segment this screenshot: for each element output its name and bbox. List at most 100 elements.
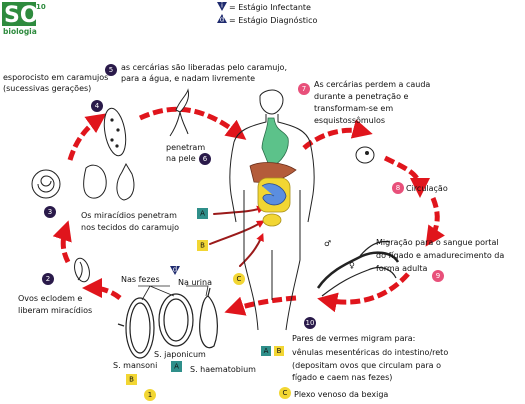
step-marker-4: 4: [91, 100, 103, 112]
arrow-c: [239, 233, 264, 267]
step-markers: 1 2 3 4 5 6 7 8: [42, 64, 444, 401]
pairs-badge-a: [261, 346, 271, 356]
egg-mansoni-spine: [117, 323, 125, 327]
badge-letter: C: [237, 275, 242, 283]
pairs-line: (depositam ovos que circulam para o: [292, 361, 441, 370]
schistosomulum-body: [355, 146, 375, 164]
label-japonicum: S. japonicum: [154, 350, 206, 359]
step-4-line: esporocisto em caramujos: [3, 73, 108, 82]
step-2-text: Ovos eclodem e liberam miracídios: [18, 294, 92, 315]
arrow-9-to-10: [317, 272, 410, 313]
snail-spiral: [37, 175, 55, 193]
label-nas-fezes: Nas fezes: [121, 275, 160, 284]
legs: [243, 190, 301, 331]
snails: [31, 162, 135, 201]
pairs-line: Pares de vermes migram para:: [292, 334, 415, 343]
logo: SO 10 biologia: [2, 2, 46, 36]
badge-japonicum: [171, 361, 182, 372]
badge-mansoni: [126, 374, 137, 385]
step-4-line: (sucessivas gerações): [3, 84, 91, 93]
step-9-text: Migração para o sangue portal do fígado …: [376, 238, 507, 273]
triangle-icon: [170, 266, 180, 275]
triangle-icon: [217, 14, 227, 23]
step-number: 3: [48, 208, 52, 216]
step-number: 7: [302, 85, 306, 93]
step-6-text: penetram na pele: [166, 143, 208, 163]
step-number: 5: [109, 66, 113, 74]
pairs-badge-c: [279, 387, 291, 399]
sporocyst-body: [103, 107, 127, 157]
egg-label-lines: [138, 285, 209, 301]
snail-shell-2: [83, 164, 107, 199]
pairs-badge-c-letter: C: [283, 389, 288, 397]
badge-c: C: [233, 273, 245, 285]
badge-box: [233, 273, 245, 285]
pairs-badge-a-letter: A: [264, 347, 269, 355]
step-marker-2: 2: [42, 273, 54, 285]
stomach: [261, 117, 289, 169]
label-mansoni: S. mansoni: [113, 361, 157, 370]
step-6-line: na pele: [166, 154, 196, 163]
step-marker-1: 1: [144, 389, 156, 401]
sporocyst-dot: [110, 138, 114, 142]
small-intestine: [261, 183, 287, 206]
line-na-urina: [186, 285, 209, 297]
legend-diagnostico: d = Estágio Diagnóstico: [217, 14, 318, 25]
schistosomulum: [355, 146, 375, 164]
badge-letter: A: [200, 210, 205, 218]
cercaria-body: [175, 88, 189, 113]
legend-diagnostico-marker: d: [220, 16, 224, 24]
legend-infectante: i = Estágio Infectante: [217, 2, 311, 12]
adult-worms: [316, 240, 400, 297]
step-9-line: forma adulta: [376, 264, 428, 273]
badge-box: [197, 208, 208, 219]
step-circle: [432, 270, 444, 282]
egg-mansoni: [125, 297, 155, 359]
egg-haematobium-spine: [207, 287, 211, 297]
badge-a: A: [197, 208, 208, 219]
miracidium: [74, 257, 90, 283]
label-na-urina: Na urina: [178, 278, 212, 287]
snail-shell-coil: [31, 169, 61, 199]
step-number: 10: [306, 319, 315, 327]
head: [259, 89, 284, 115]
step-circle: [42, 273, 54, 285]
step-7-text: As cercárias perdem a cauda durante a pe…: [314, 80, 433, 125]
snail-shell-3: [116, 162, 135, 201]
step-4-text: esporocisto em caramujos (sucessivas ger…: [3, 73, 111, 93]
step-number: 9: [436, 272, 440, 280]
badge-mansoni-letter: B: [129, 376, 134, 384]
step-circle: [144, 389, 156, 401]
step-9-line: do fígado e amadurecimento da: [376, 251, 504, 260]
step-circle: [304, 317, 316, 329]
step-number: 8: [396, 184, 400, 192]
step-circle: [44, 206, 56, 218]
pairs-badge-b: [274, 346, 284, 356]
badge-letter: B: [200, 242, 205, 250]
sporocyst: [103, 107, 127, 157]
step-5-line: as cercárias são liberadas pelo caramujo…: [121, 63, 287, 72]
step-6-line: penetram: [166, 143, 205, 152]
logo-superscript: 10: [36, 3, 46, 11]
infection-arrows: [209, 205, 266, 267]
label-haematobium: S. haematobium: [190, 365, 256, 374]
step-number: 4: [95, 102, 100, 110]
torso: [229, 114, 315, 223]
pairs-line: vênulas mesentéricas do intestino/reto: [292, 347, 448, 357]
step-marker-7: 7: [298, 83, 310, 95]
male-symbol: ♂: [324, 239, 331, 248]
step-circle: [298, 83, 310, 95]
bladder: [262, 213, 282, 227]
step-7-line: esquistossômulos: [314, 115, 385, 125]
logo-mark: [2, 2, 36, 26]
egg-japonicum: [158, 293, 194, 347]
worm-male: [316, 251, 400, 289]
logo-word: biologia: [3, 27, 37, 36]
legend-infectante-marker: i: [221, 2, 223, 10]
step-circle: [105, 64, 117, 76]
miracidium-body: [77, 261, 83, 281]
pairs-text: Pares de vermes migram para: vênulas mes…: [292, 334, 451, 382]
step-circle: [392, 182, 404, 194]
schistosomulum-dot: [365, 151, 369, 155]
pairs-plexo: Plexo venoso da bexiga: [294, 390, 388, 399]
